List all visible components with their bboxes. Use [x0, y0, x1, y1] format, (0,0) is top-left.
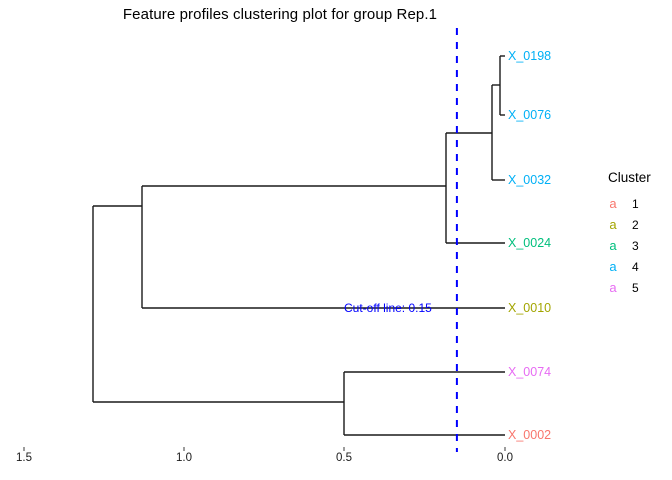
legend-glyph-icon: a — [609, 259, 617, 274]
legend-key-label: 3 — [632, 238, 639, 253]
legend-key-label: 2 — [632, 217, 639, 232]
legend-glyph-icon: a — [609, 196, 617, 211]
legend-glyph-icon: a — [609, 217, 617, 232]
x-axis — [23, 447, 506, 451]
axis-tick-label: 1.5 — [16, 452, 32, 464]
leaf-label: X_0198 — [508, 49, 552, 63]
leaf-label: X_0024 — [508, 236, 552, 250]
page-title: Feature profiles clustering plot for gro… — [122, 6, 438, 23]
legend-glyph-icon: a — [609, 238, 617, 253]
legend-key-label: 1 — [632, 196, 639, 211]
leaf-label: X_0074 — [508, 365, 552, 379]
axis-tick-label: 0.0 — [497, 452, 513, 464]
cutoff-line-label: Cut-off line: 0.15 — [344, 301, 432, 315]
legend-key-label: 4 — [632, 259, 639, 274]
legend-glyph-icon: a — [609, 280, 617, 295]
legend-key-label: 5 — [632, 280, 639, 295]
axis-tick-label: 1.0 — [176, 452, 192, 464]
leaf-label: X_0076 — [508, 108, 552, 122]
leaf-label: X_0010 — [508, 301, 552, 315]
legend-title: Cluster — [608, 170, 651, 185]
leaf-label: X_0002 — [508, 428, 552, 442]
leaf-label: X_0032 — [508, 173, 552, 187]
dendrogram-branches — [92, 55, 505, 436]
axis-tick-label: 0.5 — [336, 452, 352, 464]
